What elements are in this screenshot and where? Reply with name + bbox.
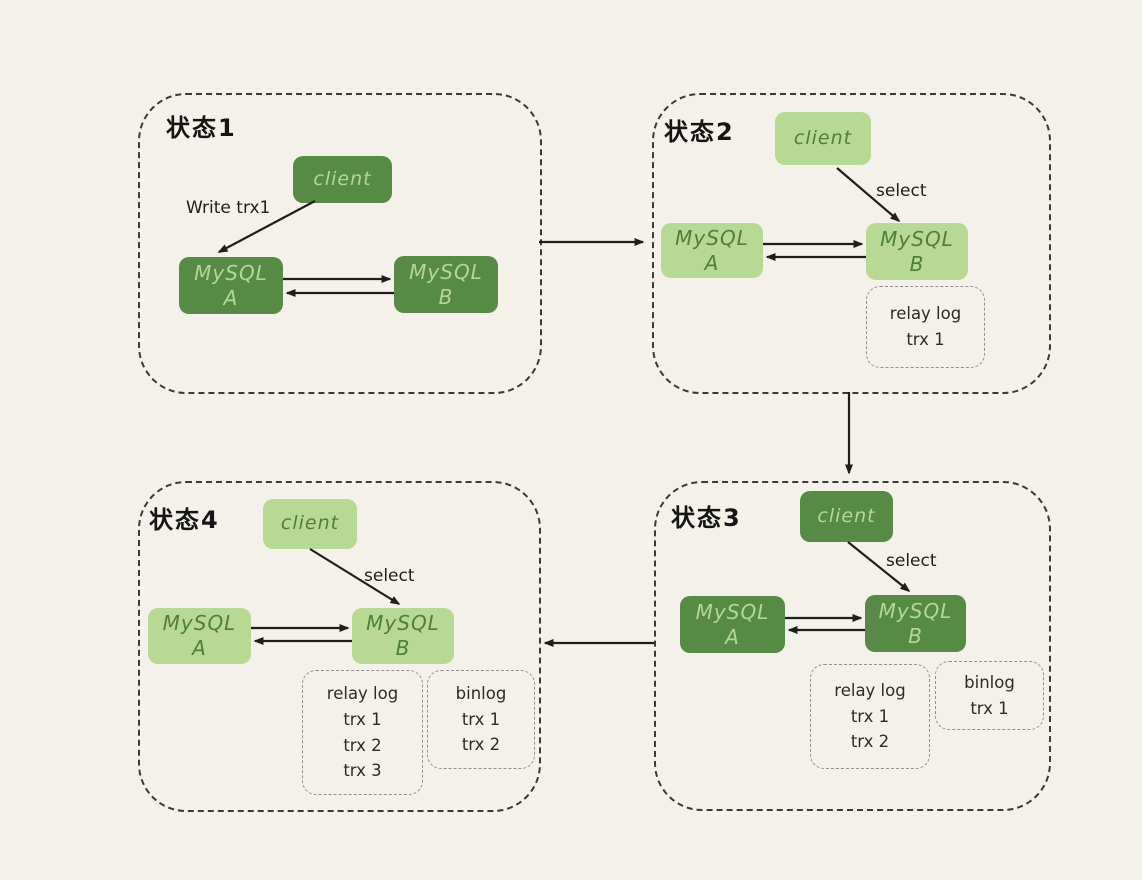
state-3-mysql-a-node: MySQL A bbox=[680, 596, 785, 653]
state-4-mysql-b-node: MySQL B bbox=[352, 608, 454, 664]
state-3-container bbox=[654, 481, 1051, 811]
state-4-container bbox=[138, 481, 541, 812]
state-2-select-arrow-label: select bbox=[876, 181, 927, 201]
state-3-mysql-b-node: MySQL B bbox=[865, 595, 966, 652]
mysql-a-title: MySQL bbox=[675, 225, 749, 250]
binlog-title: binlog bbox=[964, 672, 1015, 692]
relay-log-entry: trx 2 bbox=[343, 735, 382, 755]
mysql-a-title: MySQL bbox=[194, 260, 268, 285]
state-2-mysql-a-node: MySQL A bbox=[661, 223, 763, 278]
mysql-a-title: MySQL bbox=[162, 611, 237, 635]
state-4-binlog-box: binlog trx 1 trx 2 bbox=[427, 670, 535, 769]
binlog-title: binlog bbox=[455, 684, 507, 704]
mysql-b-title: MySQL bbox=[409, 259, 483, 284]
state-4-mysql-a-node: MySQL A bbox=[148, 608, 251, 664]
mysql-b-letter: B bbox=[438, 284, 454, 309]
state-4-select-arrow-label: select bbox=[364, 566, 415, 586]
relay-log-entry: trx 1 bbox=[343, 709, 382, 729]
state-2-label: 状态2 bbox=[664, 118, 735, 146]
state-1-mysql-b-node: MySQL B bbox=[394, 256, 498, 313]
relay-log-title: relay log bbox=[834, 681, 906, 701]
state-2-mysql-b-node: MySQL B bbox=[866, 223, 968, 280]
mysql-b-letter: B bbox=[908, 623, 923, 648]
mysql-a-letter: A bbox=[725, 624, 740, 649]
state-3-label: 状态3 bbox=[671, 504, 742, 532]
binlog-entry: trx 2 bbox=[461, 735, 501, 755]
mysql-a-letter: A bbox=[223, 285, 239, 310]
state-1-container bbox=[138, 93, 542, 394]
state-2-client-node: client bbox=[775, 112, 871, 165]
state-2-container bbox=[652, 93, 1051, 394]
state-1-label: 状态1 bbox=[166, 114, 237, 142]
state-1-client-node: client bbox=[293, 156, 392, 203]
state-4-client-node: client bbox=[263, 499, 357, 549]
mysql-a-letter: A bbox=[192, 636, 207, 660]
binlog-entry: trx 1 bbox=[970, 698, 1009, 718]
relay-log-entry: trx 1 bbox=[850, 706, 890, 726]
mysql-b-title: MySQL bbox=[880, 226, 954, 251]
state-3-binlog-box: binlog trx 1 bbox=[935, 661, 1044, 730]
relay-log-entry: trx 2 bbox=[850, 732, 890, 752]
mysql-a-letter: A bbox=[704, 250, 720, 275]
mysql-b-letter: B bbox=[909, 251, 925, 276]
mysql-b-title: MySQL bbox=[366, 611, 440, 635]
mysql-b-title: MySQL bbox=[878, 598, 953, 623]
state-1-write-arrow-label: Write trx1 bbox=[186, 198, 271, 218]
state-3-select-arrow-label: select bbox=[886, 551, 937, 571]
state-4-label: 状态4 bbox=[149, 506, 220, 534]
relay-log-entry: trx 1 bbox=[906, 330, 945, 349]
state-3-client-node: client bbox=[800, 491, 893, 542]
state-2-relay-log-box: relay log trx 1 bbox=[866, 286, 985, 368]
binlog-entry: trx 1 bbox=[461, 709, 501, 729]
relay-log-entry: trx 3 bbox=[343, 761, 382, 781]
state-1-mysql-a-node: MySQL A bbox=[179, 257, 283, 314]
mysql-a-title: MySQL bbox=[695, 599, 770, 624]
relay-log-title: relay log bbox=[326, 684, 399, 704]
mysql-b-letter: B bbox=[395, 636, 411, 660]
state-4-relay-log-box: relay log trx 1 trx 2 trx 3 bbox=[302, 670, 423, 795]
state-3-relay-log-box: relay log trx 1 trx 2 bbox=[810, 664, 930, 769]
relay-log-title: relay log bbox=[889, 304, 962, 324]
